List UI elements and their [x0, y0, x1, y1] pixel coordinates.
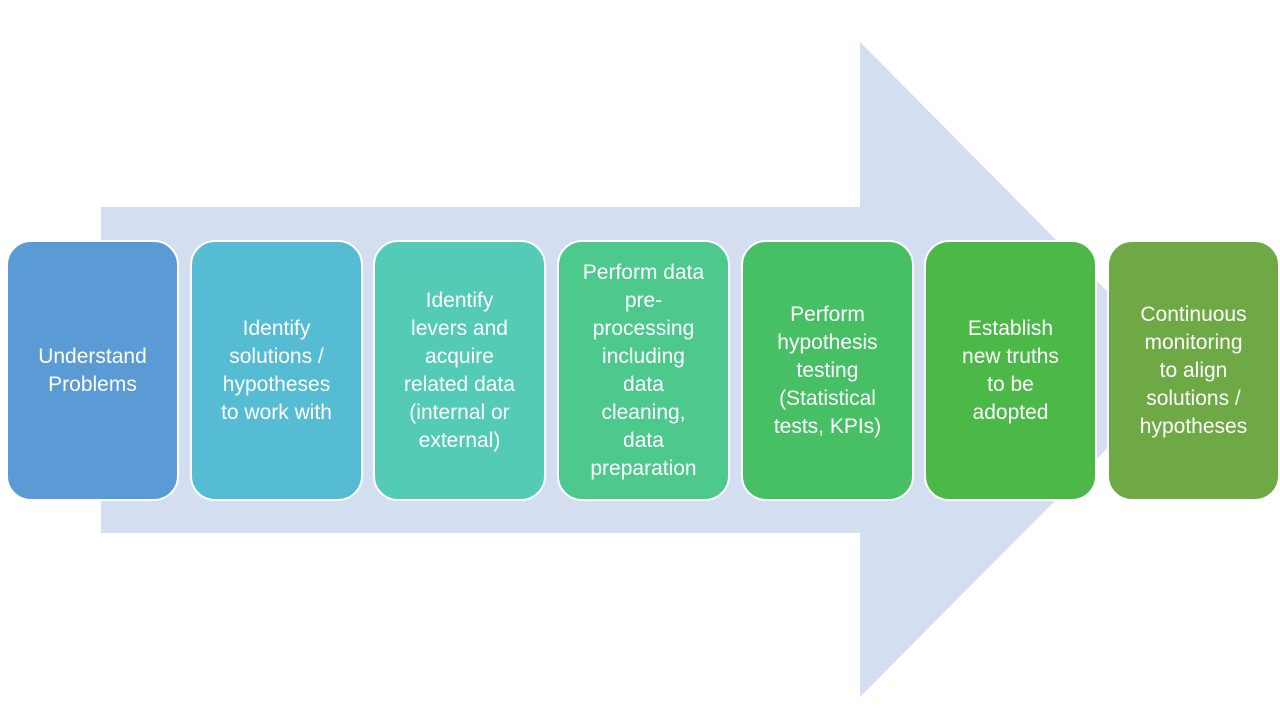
step-identify-levers: Identify levers and acquire related data…	[373, 240, 546, 501]
step-continuous-monitoring: Continuous monitoring to align solutions…	[1107, 240, 1280, 501]
step-data-preprocessing: Perform data pre- processing including d…	[557, 240, 730, 501]
step-identify-solutions: Identify solutions / hypotheses to work …	[190, 240, 363, 501]
step-establish-truths: Establish new truths to be adopted	[924, 240, 1097, 501]
step-hypothesis-testing: Perform hypothesis testing (Statistical …	[741, 240, 914, 501]
step-understand-problems: Understand Problems	[6, 240, 179, 501]
